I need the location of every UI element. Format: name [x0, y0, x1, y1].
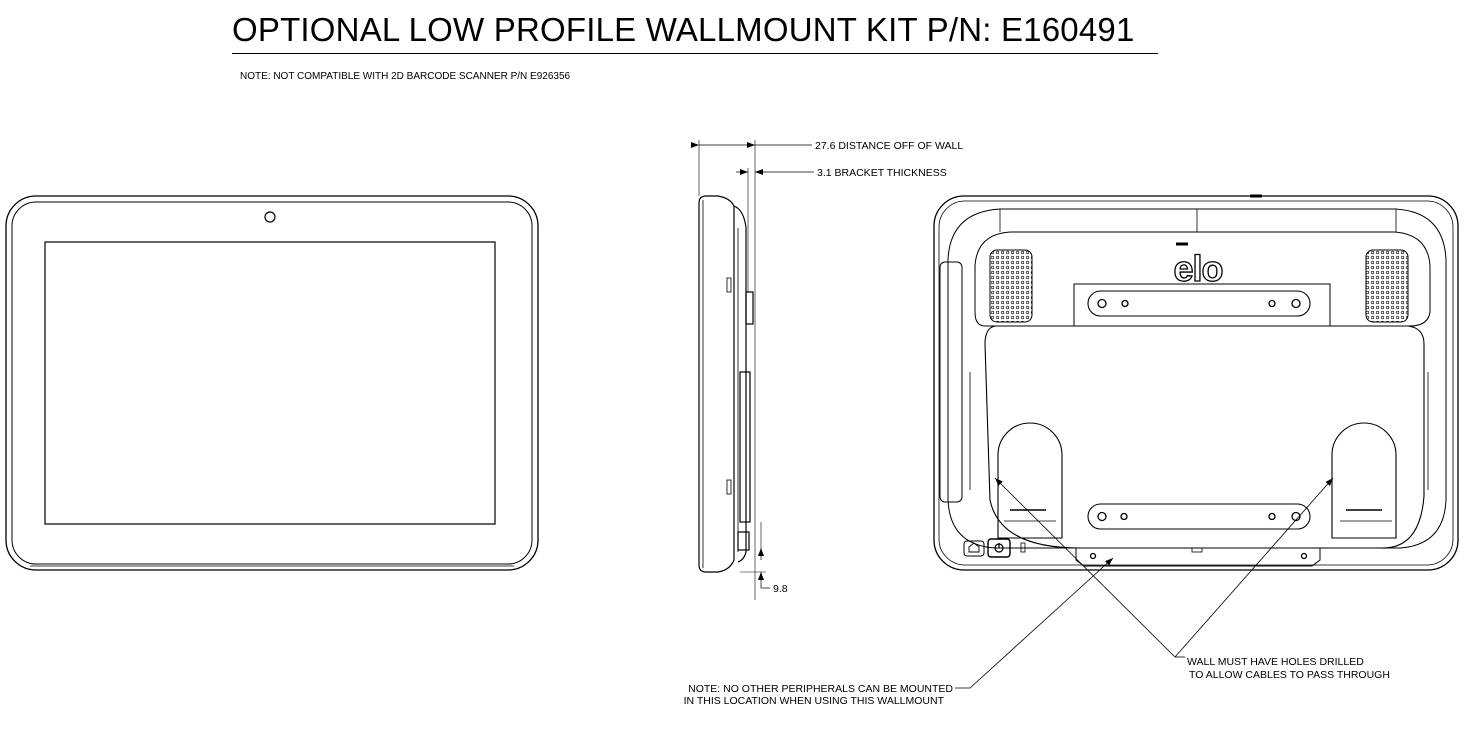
rear-back-panel	[947, 208, 1447, 549]
bottom-clip	[1075, 547, 1321, 567]
side-housing	[698, 195, 735, 573]
side-rear-cover	[733, 205, 747, 563]
callout-holes-line2: TO ALLOW CABLES TO PASS THROUGH	[1189, 669, 1390, 681]
callout-holes-line1: WALL MUST HAVE HOLES DRILLED	[1187, 656, 1364, 668]
speaker-grill-left	[989, 249, 1033, 323]
callout-peripherals-line1: NOTE: NO OTHER PERIPHERALS CAN BE MOUNTE…	[688, 683, 953, 695]
rear-view	[933, 194, 1459, 689]
side-port-upper	[726, 277, 732, 293]
callout-peripherals-line2: IN THIS LOCATION WHEN USING THIS WALLMOU…	[684, 695, 945, 707]
side-mount-plate	[739, 371, 751, 523]
side-wall-bracket	[745, 291, 754, 325]
leader-peripherals	[955, 557, 1114, 689]
front-inner-bezel	[11, 201, 533, 565]
dimension-bracket-thickness: 3.1 BRACKET THICKNESS	[817, 167, 947, 179]
front-view	[5, 195, 539, 571]
side-port-lower	[726, 479, 732, 495]
wall-mount-plate	[984, 325, 1425, 549]
title-underline	[232, 53, 1158, 54]
drawing-title: OPTIONAL LOW PROFILE WALLMOUNT KIT P/N: …	[232, 11, 1135, 48]
front-screen	[44, 241, 496, 525]
mount-bar-bottom	[1087, 503, 1311, 530]
rear-outer-housing	[933, 195, 1459, 571]
cable-cutout-left	[997, 422, 1063, 539]
leader-holes-left	[994, 477, 1176, 658]
rear-center-module	[974, 231, 1431, 327]
mount-bar-top	[1087, 290, 1311, 317]
home-button-icon	[963, 540, 985, 557]
front-camera-icon	[264, 211, 276, 223]
front-outer-bezel	[5, 195, 539, 571]
side-view	[691, 140, 814, 600]
dimension-bottom-offset: 9.8	[773, 583, 788, 595]
cable-cutout-right	[1331, 422, 1397, 539]
speaker-grill-right	[1365, 249, 1409, 323]
side-bottom-connector	[737, 531, 750, 551]
elo-logo: elo	[1173, 248, 1222, 289]
dimension-wall-distance: 27.6 DISTANCE OFF OF WALL	[815, 140, 963, 152]
leader-holes-right	[1174, 477, 1334, 658]
power-button-icon	[987, 538, 1011, 558]
rear-inner-housing	[938, 200, 1454, 566]
compatibility-note: NOTE: NOT COMPATIBLE WITH 2D BARCODE SCA…	[240, 71, 571, 82]
